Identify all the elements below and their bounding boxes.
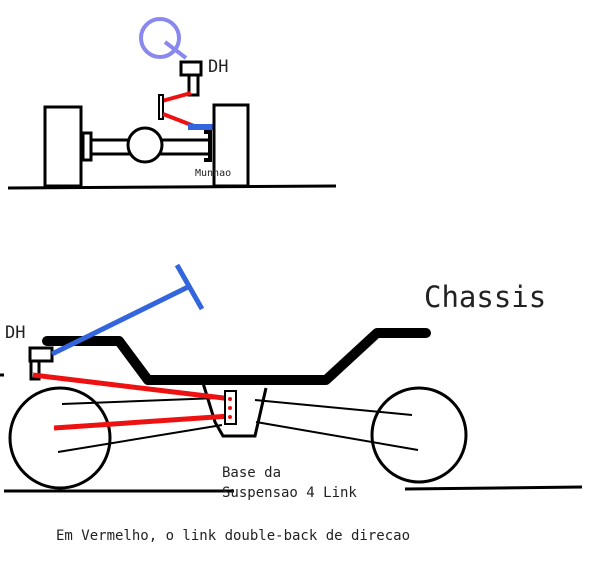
top-view: DH Munhao <box>7 17 337 190</box>
top-axle <box>81 126 212 164</box>
chassis-frame <box>42 328 431 385</box>
side-dh-label: DH <box>5 323 25 343</box>
base-label-line2: Suspensao 4 Link <box>222 485 357 501</box>
top-red-link-upper <box>161 91 192 103</box>
side-rear-wheel <box>370 386 468 484</box>
side-red-links <box>32 372 233 431</box>
steering-wheel-icon <box>139 17 188 60</box>
black-links <box>57 397 419 453</box>
side-view: Chassis DH Base da Suspensao 4 Link <box>0 263 583 501</box>
munhao-label: Munhao <box>195 168 231 179</box>
side-bellcrank <box>224 390 237 425</box>
side-steering-column <box>50 263 205 357</box>
side-ground-right <box>404 485 583 491</box>
dh-steering-box <box>179 60 203 97</box>
top-right-wheel <box>212 103 250 188</box>
top-ground-line <box>7 184 337 190</box>
top-dh-label: DH <box>208 57 228 77</box>
caption: Em Vermelho, o link double-back de direc… <box>56 528 410 544</box>
chassis-label: Chassis <box>424 280 546 314</box>
top-left-wheel <box>43 105 83 188</box>
side-front-wheel <box>8 386 112 490</box>
top-bellcrank <box>158 94 164 120</box>
suspension-base-bracket <box>201 382 268 438</box>
base-label-line1: Base da <box>222 465 281 481</box>
side-dh-steering-box <box>28 346 54 381</box>
